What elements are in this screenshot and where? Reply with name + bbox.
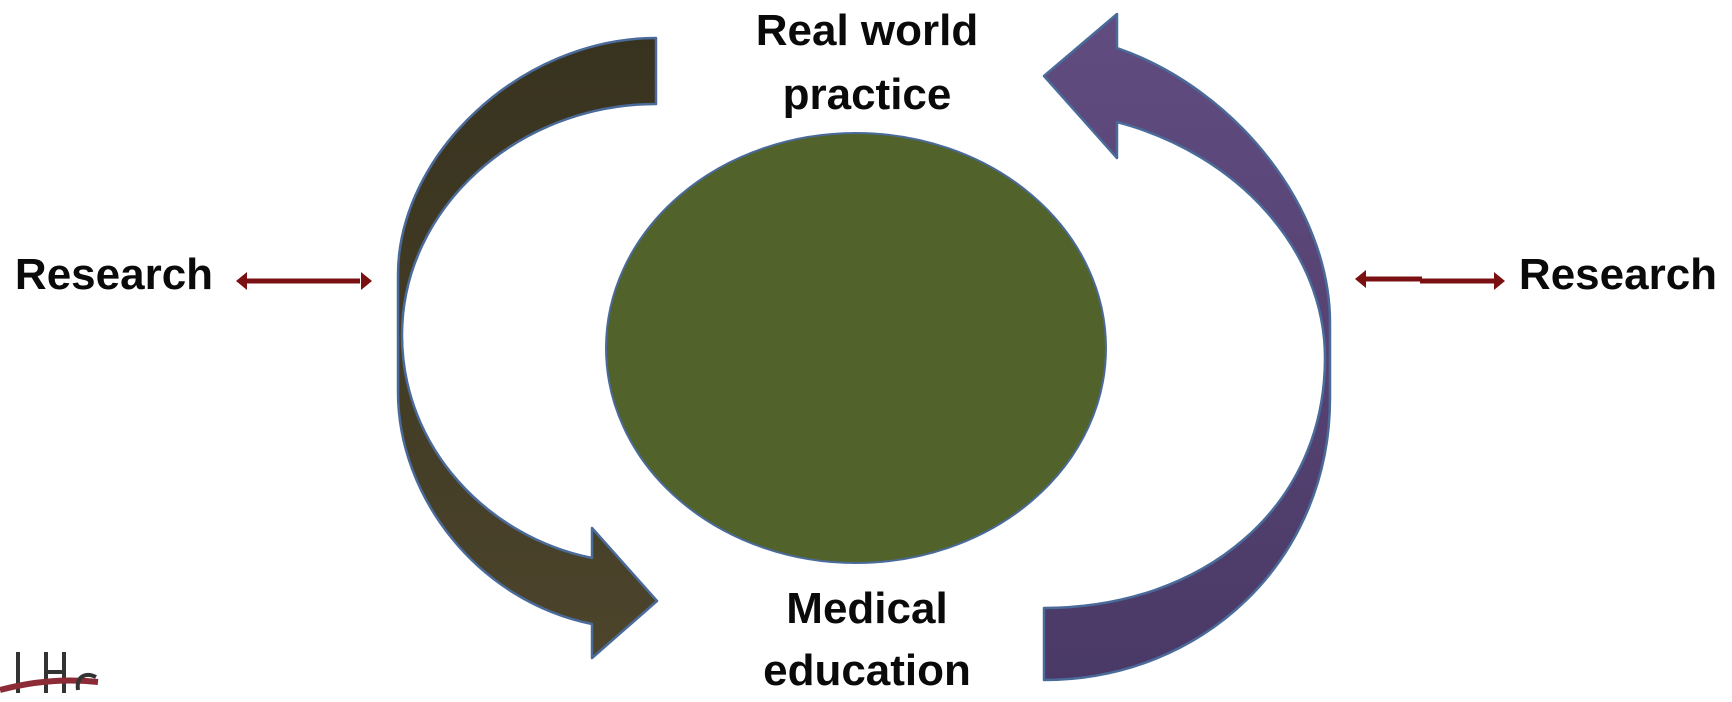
left-curved-arrow (396, 36, 659, 660)
right-curved-arrow (1042, 12, 1332, 682)
right-research-label: Research (1518, 250, 1718, 299)
logo-fragment (0, 652, 99, 693)
top-node-label-line-2: practice (782, 70, 952, 119)
top-node-label-line-1: Real world (755, 6, 979, 55)
center-ellipse (605, 132, 1107, 564)
left-research-label: Research (14, 250, 214, 299)
bottom-node-label-line-2: education (763, 646, 971, 695)
bottom-node-label-line-1: Medical (786, 584, 948, 633)
right-double-arrow (1355, 270, 1505, 290)
left-double-arrow (236, 272, 372, 290)
